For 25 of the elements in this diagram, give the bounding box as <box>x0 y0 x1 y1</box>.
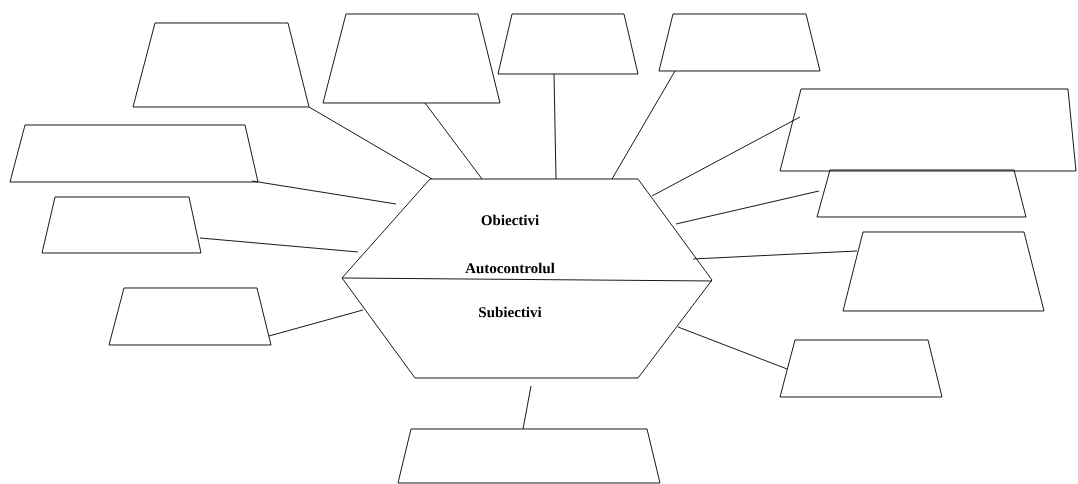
connector-line <box>251 180 397 205</box>
trapezoid-box <box>842 231 1045 312</box>
trapezoid-box <box>779 88 1077 172</box>
connector-line <box>268 309 364 337</box>
trapezoid-box <box>397 428 661 484</box>
connector-line <box>199 237 359 253</box>
trapezoid-box <box>816 169 1027 218</box>
connector-line <box>675 190 820 225</box>
trapezoid-box <box>322 13 501 104</box>
connector-line <box>553 73 557 180</box>
trapezoid-box <box>779 339 943 398</box>
connector-line <box>308 106 433 180</box>
trapezoid-box <box>108 287 272 346</box>
trapezoid-box <box>9 124 259 183</box>
connector-line <box>651 116 801 197</box>
connector-line <box>424 102 483 180</box>
trapezoid-box <box>497 13 639 75</box>
hexagon: Obiectivi Autocontrolul Subiectivi <box>341 178 713 379</box>
connector-line <box>692 250 858 260</box>
connector-line <box>611 70 676 180</box>
trapezoid-box <box>132 22 310 108</box>
trapezoid-box <box>41 196 202 254</box>
connector-line <box>522 385 532 430</box>
connector-line <box>677 326 788 370</box>
trapezoid-box <box>658 13 821 72</box>
